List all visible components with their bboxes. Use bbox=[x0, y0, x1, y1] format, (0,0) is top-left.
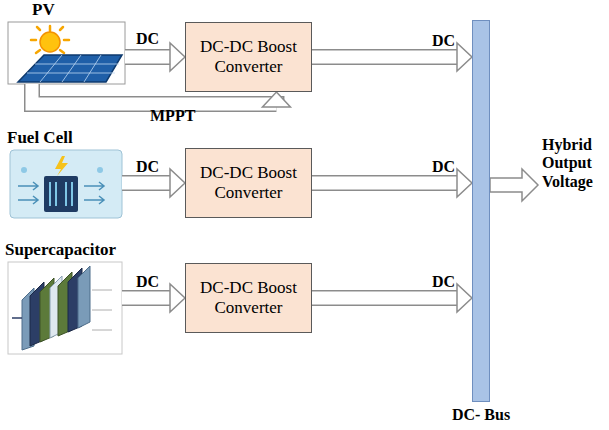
arrow-outline bbox=[125, 49, 171, 65]
source-heading: Fuel Cell bbox=[7, 129, 73, 148]
output-arrow bbox=[490, 169, 538, 201]
edge-label: MPPT bbox=[150, 107, 195, 125]
dc-bus-bar: DC- Bus bbox=[472, 20, 490, 402]
edge-label: DC bbox=[432, 158, 455, 176]
arrow-head bbox=[170, 169, 185, 197]
source-illustration: Fuel Cell bbox=[10, 150, 122, 218]
source-illustration: PV bbox=[8, 22, 125, 84]
process-box: DC-DC Boost Converter bbox=[185, 148, 312, 218]
box-text: DC-DC Boost Converter bbox=[186, 159, 311, 207]
arrow-fill bbox=[312, 51, 458, 64]
arrow-outline bbox=[122, 175, 171, 191]
supercapacitor-illustration bbox=[8, 262, 122, 354]
process-box: DC-DC Boost Converter bbox=[185, 22, 312, 92]
source-heading: Supercapacitor bbox=[5, 241, 116, 260]
arrow-fill bbox=[125, 51, 171, 64]
arrow-fill bbox=[122, 177, 171, 190]
arrow-outline bbox=[312, 290, 458, 306]
arrow-fill bbox=[312, 177, 458, 190]
bus-label: DC- Bus bbox=[452, 406, 510, 424]
edge-label: DC bbox=[136, 158, 159, 176]
arrow-head bbox=[170, 43, 185, 71]
box-text: DC-DC Boost Converter bbox=[186, 274, 311, 322]
output-label: Hybrid Output Voltage bbox=[542, 136, 608, 191]
arrow-head bbox=[457, 43, 472, 71]
arrow-head bbox=[457, 284, 472, 312]
edge-label: DC bbox=[136, 273, 159, 291]
box-text: DC-DC Boost Converter bbox=[186, 33, 311, 81]
edge-label: DC bbox=[432, 273, 455, 291]
arrow-outline bbox=[122, 290, 171, 306]
arrow-head bbox=[170, 284, 185, 312]
edge-label: DC bbox=[136, 30, 159, 48]
process-box: DC-DC Boost Converter bbox=[185, 263, 312, 333]
arrow-fill bbox=[122, 292, 171, 305]
fuel-cell-illustration bbox=[10, 150, 122, 218]
arrow-outline bbox=[312, 175, 458, 191]
arrow-fill bbox=[312, 292, 458, 305]
arrow-head bbox=[457, 169, 472, 197]
arrow-outline bbox=[312, 49, 458, 65]
source-heading: PV bbox=[32, 1, 55, 20]
arrow-head bbox=[262, 92, 290, 107]
pv-illustration bbox=[8, 22, 125, 84]
source-illustration: Supercapacitor bbox=[8, 262, 122, 354]
edge-label: DC bbox=[432, 32, 455, 50]
block-arrow bbox=[125, 43, 185, 71]
